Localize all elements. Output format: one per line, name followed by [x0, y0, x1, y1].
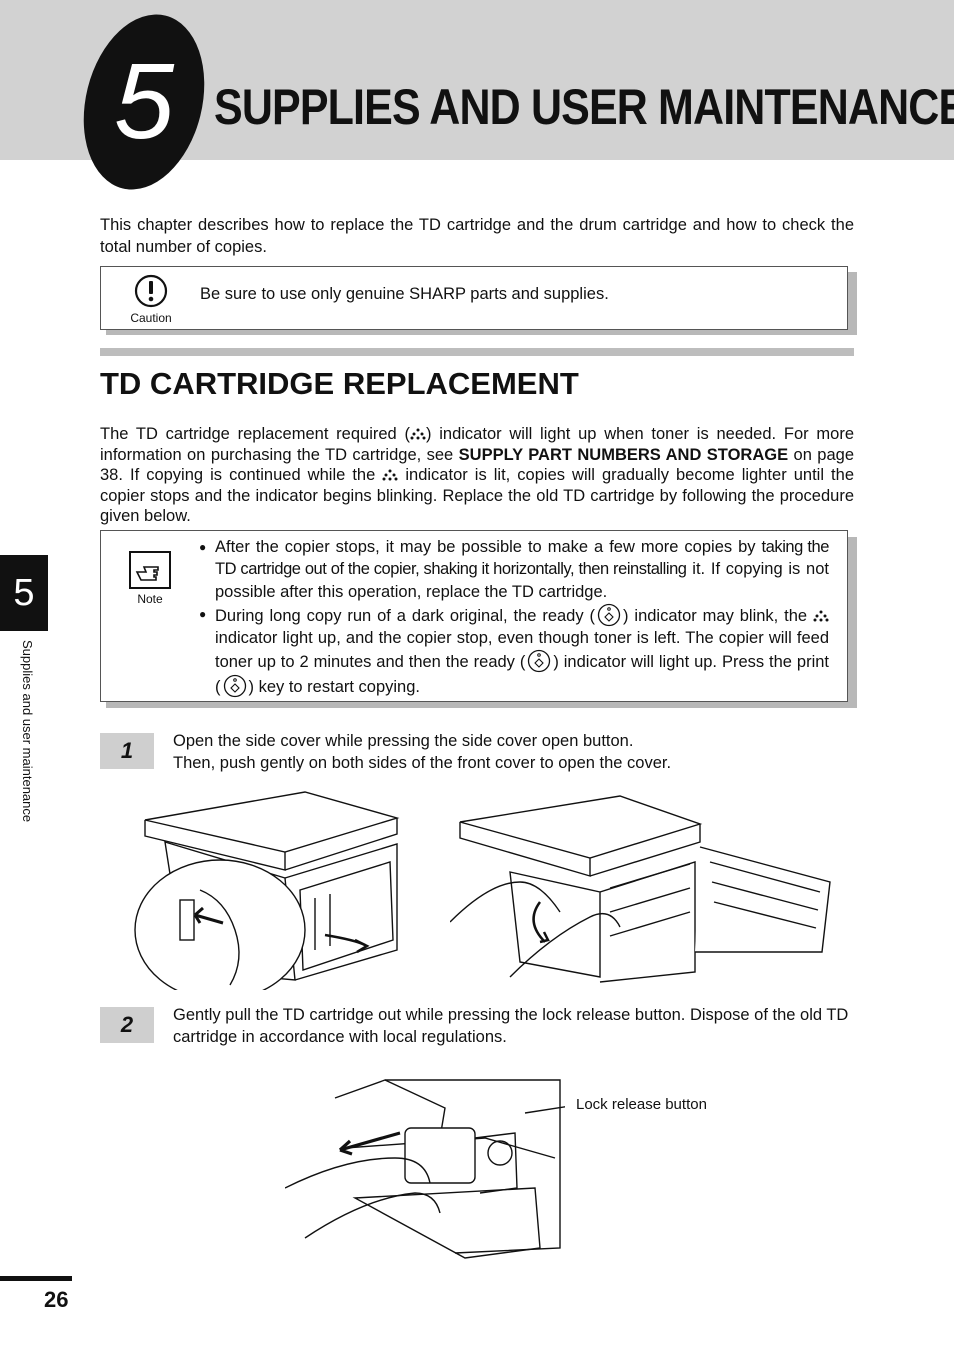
chapter-side-label: Supplies and user maintenance: [20, 640, 35, 823]
print-key-icon: [223, 674, 246, 697]
note-label: Note: [137, 592, 163, 606]
intro-paragraph: This chapter describes how to replace th…: [100, 216, 854, 256]
ready-indicator-icon: [528, 650, 551, 673]
toner-indicator-icon: [382, 469, 398, 481]
page-number: 26: [44, 1287, 69, 1312]
chapter-title: SUPPLIES AND USER MAINTENANCE: [214, 79, 954, 135]
chapter-number-oval: 5: [83, 14, 205, 190]
illustration-open-side-cover: [134, 791, 400, 990]
note-list: After the copier stops, it may be possib…: [199, 536, 829, 698]
note-hand-icon: Note: [129, 551, 171, 606]
lock-release-button-callout: Lock release button: [576, 1096, 707, 1113]
caution-icon: Caution: [130, 274, 172, 325]
para-reference-bold: SUPPLY PART NUMBERS AND STORAGE: [458, 445, 789, 464]
step-2-number: 2: [100, 1007, 154, 1043]
para-text-1: The TD cartridge replacement required (: [100, 425, 410, 443]
caution-label: Caution: [130, 311, 171, 325]
section-divider: [100, 348, 854, 356]
ready-indicator-icon: [597, 603, 621, 627]
toner-indicator-icon: [410, 428, 426, 440]
para-text-4: indicator is lit, copies will gradually …: [100, 466, 854, 525]
illustration-open-front-cover: [450, 795, 831, 983]
footer-rule: [0, 1276, 72, 1281]
illustration-remove-td-cartridge: [285, 1079, 565, 1259]
note-item-2: During long copy run of a dark original,…: [199, 603, 829, 698]
chapter-side-tab: 5: [0, 555, 48, 631]
para-text-2: ) indicator will light up when toner is …: [100, 425, 854, 464]
caution-box: [100, 266, 848, 330]
toner-indicator-icon: [813, 610, 829, 622]
section-paragraph: The TD cartridge replacement required ()…: [100, 424, 854, 527]
step-1-number: 1: [100, 733, 154, 769]
step-1-text: Open the side cover while pressing the s…: [173, 732, 672, 772]
para-text-3: on page 38. If copying is continued whil…: [100, 445, 854, 485]
section-title: TD CARTRIDGE REPLACEMENT: [100, 366, 579, 401]
caution-text: Be sure to use only genuine SHARP parts …: [200, 285, 609, 303]
chapter-number: 5: [114, 40, 175, 161]
note-item-1: After the copier stops, it may be possib…: [199, 536, 829, 603]
step-2-text: Gently pull the TD cartridge out while p…: [173, 1006, 849, 1046]
